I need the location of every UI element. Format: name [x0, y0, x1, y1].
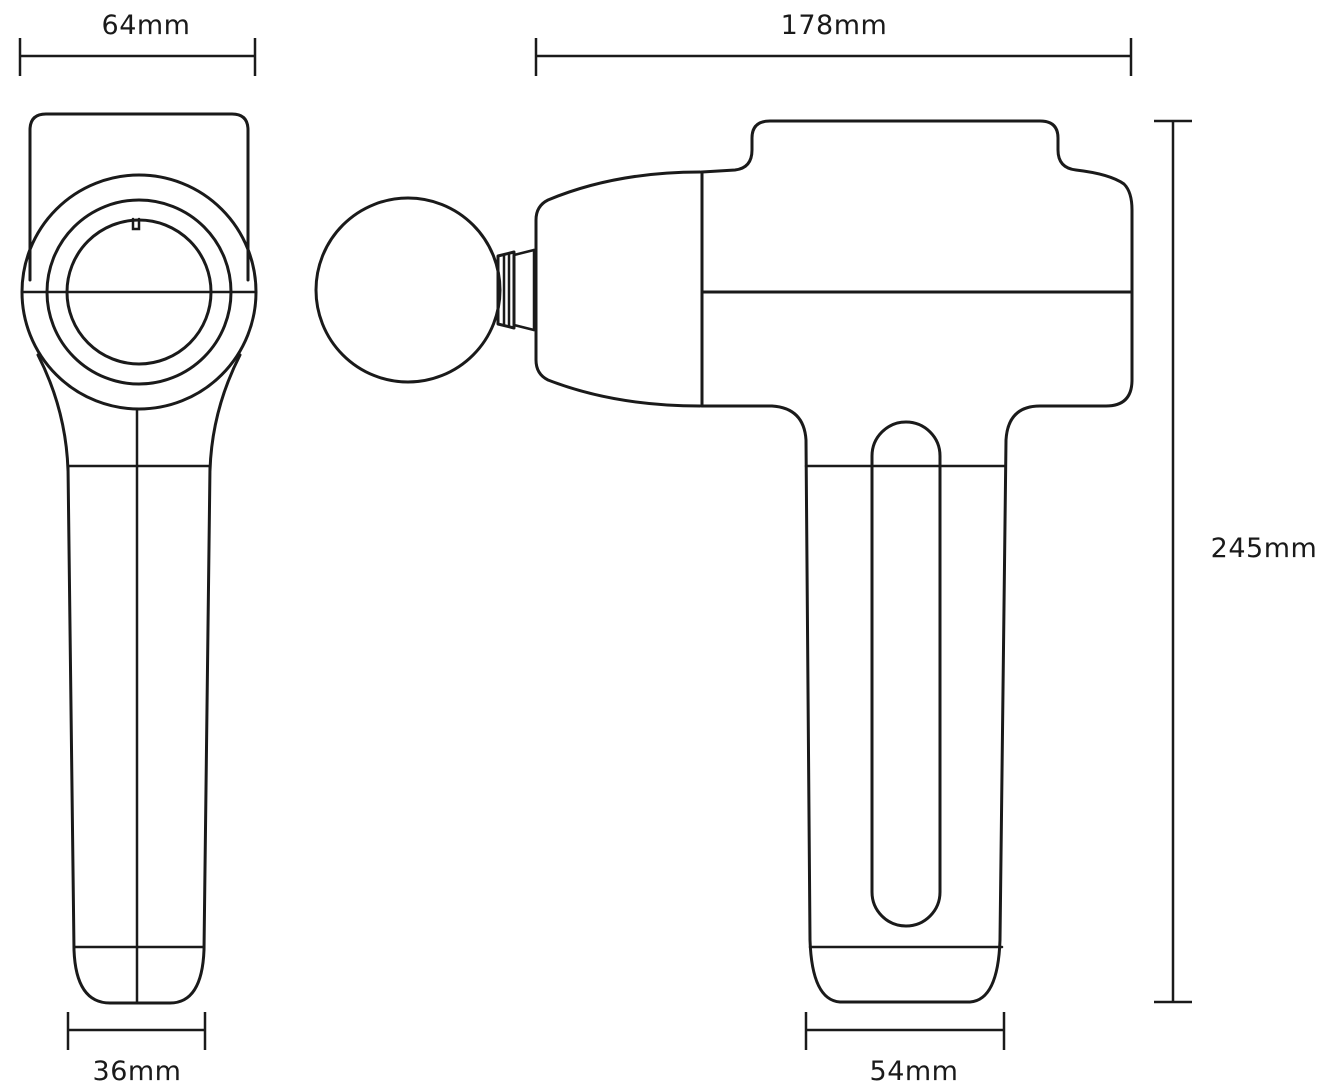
dimension-label-height: 245mm: [1211, 533, 1318, 564]
side-view: [314, 119, 1134, 1004]
nose-cap: [534, 170, 702, 408]
body-outline: [700, 119, 1134, 1004]
dimension-label-side-handle-width: 54mm: [870, 1056, 959, 1087]
front-view-neck-right: [208, 353, 242, 472]
dimension-label-front-handle-width: 36mm: [93, 1056, 182, 1087]
dimension-height: 245mm: [1154, 119, 1318, 1004]
dimension-label-side-length: 178mm: [781, 10, 888, 41]
front-view-handle: [66, 464, 212, 1005]
front-view-neck-left: [36, 353, 70, 472]
front-view: [20, 112, 258, 1005]
dimension-side-length: 178mm: [534, 10, 1133, 76]
dimension-front-handle-width: 36mm: [66, 1012, 207, 1087]
dimension-side-handle-width: 54mm: [804, 1012, 1006, 1087]
ball-neck-rib: [512, 323, 536, 332]
handle-slot: [870, 420, 942, 928]
front-view-top-block: [28, 112, 250, 282]
dimension-label-front-width: 64mm: [102, 10, 191, 41]
dimension-front-width: 64mm: [18, 10, 257, 76]
ball-neck-rib: [512, 248, 536, 257]
front-view-notch: [131, 217, 141, 231]
ball-head: [314, 196, 502, 384]
